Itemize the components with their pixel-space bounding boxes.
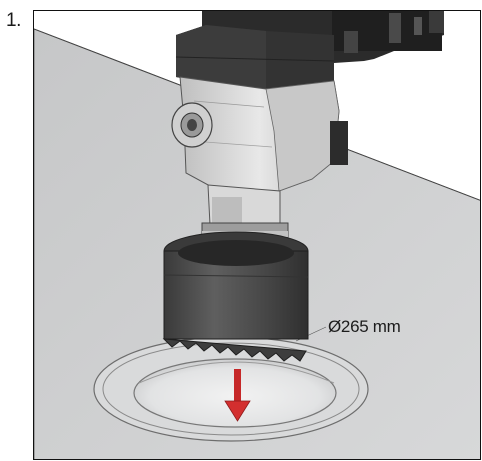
core-bit xyxy=(162,231,309,362)
diameter-label: Ø265 mm xyxy=(328,317,401,336)
illustration-frame: Ø265 mm xyxy=(33,10,481,460)
core-drill-illustration xyxy=(34,11,480,459)
drill-motor xyxy=(175,11,444,89)
gearbox-housing xyxy=(171,76,348,234)
down-arrow-icon xyxy=(224,369,251,422)
step-number: 1. xyxy=(6,10,21,31)
